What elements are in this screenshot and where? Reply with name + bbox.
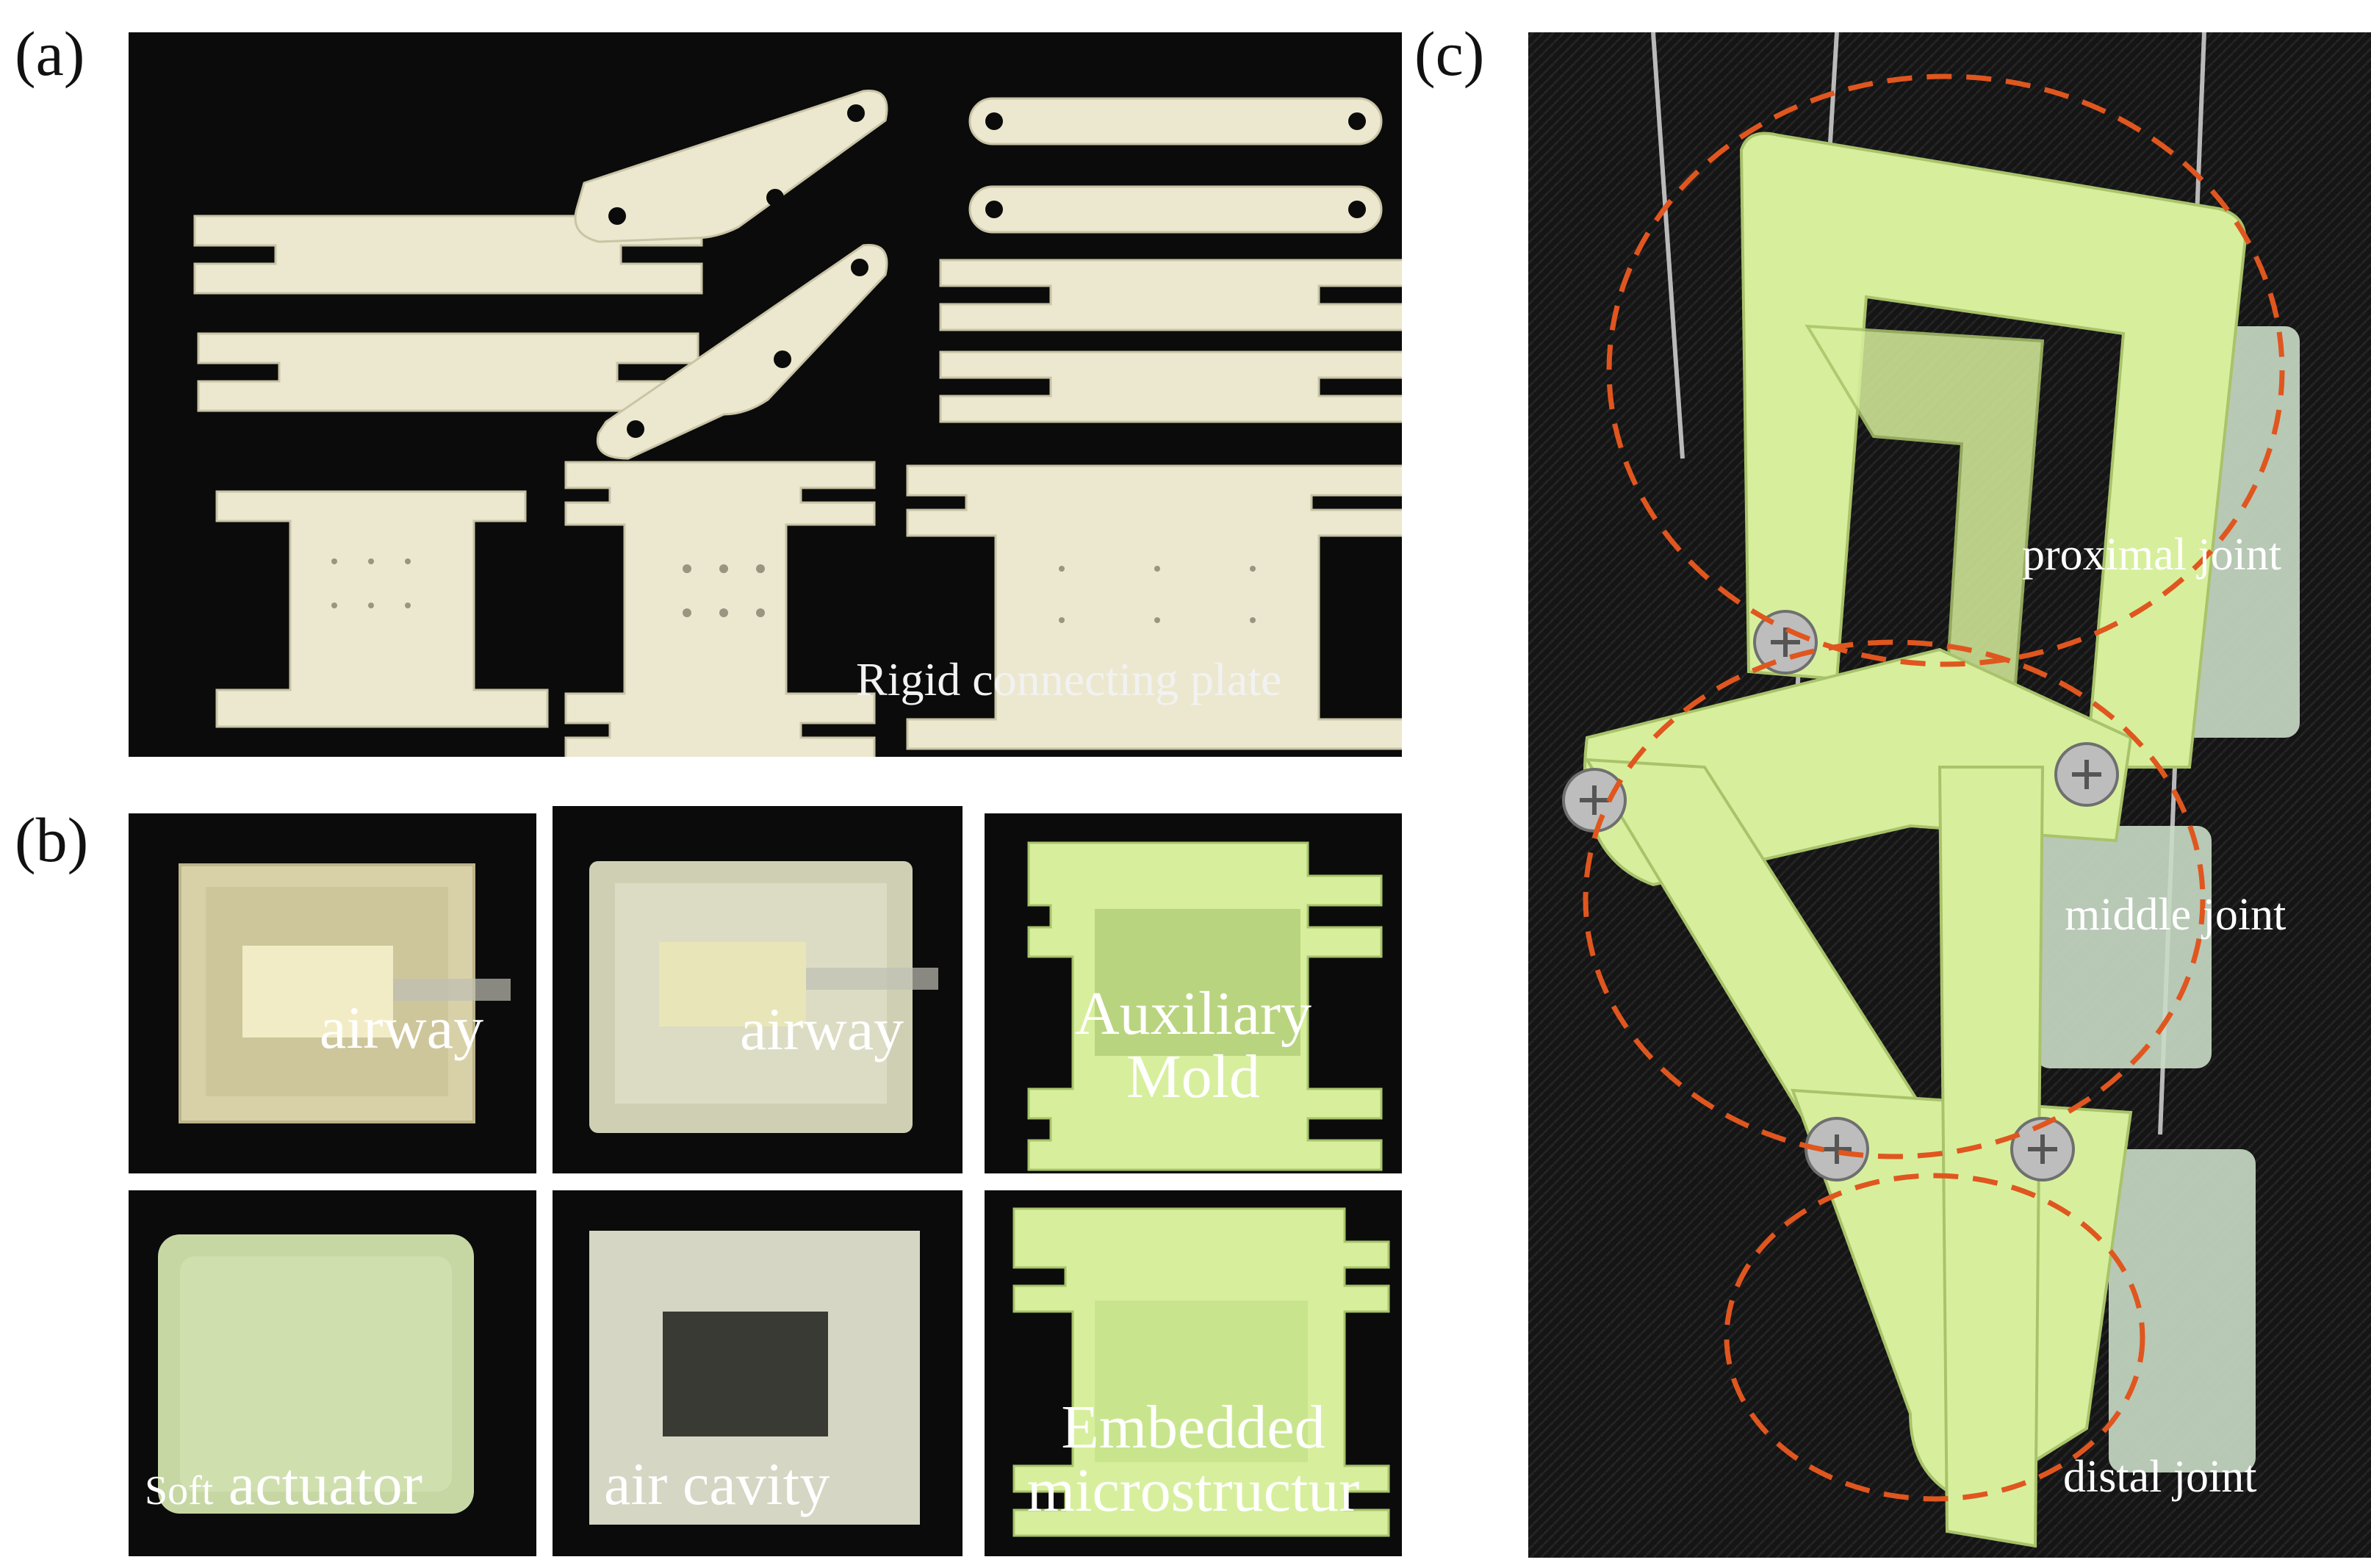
- caption-proximal-joint: proximal joint: [2022, 530, 2282, 580]
- auxiliary-mold-illustration: [1027, 841, 1383, 1171]
- caption-rigid-connecting-plate: Rigid connecting plate: [856, 653, 1282, 705]
- caption-air-cavity: air cavity: [604, 1450, 830, 1517]
- caption-middle-joint: middle joint: [2065, 890, 2287, 940]
- embedded-microstructure-illustration: [1012, 1207, 1390, 1537]
- mold-box-illustration: [179, 863, 511, 1123]
- air-cavity-illustration: [589, 1231, 920, 1525]
- caption-airway-1: airway: [320, 994, 484, 1061]
- filled-mold-illustration: [589, 861, 938, 1133]
- photo-finger-assembly: proximal joint middle joint distal joint: [1528, 32, 2371, 1558]
- caption-microstructur: microstructur: [1026, 1456, 1360, 1525]
- caption-airway-2: airway: [740, 996, 904, 1062]
- photo-mold-airway-2: airway: [553, 806, 963, 1173]
- photo-soft-actuator: Soft actuator: [129, 1190, 536, 1556]
- caption-soft: Soft: [145, 1468, 214, 1514]
- photo-embedded-microstructure: Embedded microstructur: [985, 1190, 1402, 1556]
- caption-soft-actuator: Soft actuator: [145, 1453, 422, 1515]
- caption-distal-joint: distal joint: [2063, 1452, 2257, 1502]
- caption-auxiliary-mold: Auxiliary Mold: [985, 982, 1402, 1108]
- rigid-parts-illustration: [193, 90, 1402, 757]
- photo-air-cavity: air cavity: [553, 1190, 963, 1556]
- panel-label-c: (c): [1414, 18, 1485, 89]
- photo-rigid-parts: Rigid connecting plate: [129, 32, 1402, 757]
- caption-actuator: actuator: [228, 1450, 422, 1517]
- panel-label-a: (a): [15, 18, 85, 89]
- panel-label-b: (b): [15, 805, 89, 875]
- caption-auxiliary: Auxiliary: [1075, 979, 1312, 1048]
- soft-actuator-illustration: [158, 1234, 474, 1514]
- caption-embedded: Embedded: [1061, 1393, 1325, 1461]
- finger-assembly-illustration: [1528, 32, 2371, 1558]
- photo-auxiliary-mold: Auxiliary Mold: [985, 813, 1402, 1173]
- caption-embedded-microstructure: Embedded microstructur: [985, 1396, 1402, 1522]
- photo-mold-airway-1: airway: [129, 813, 536, 1173]
- caption-mold: Mold: [1126, 1042, 1261, 1111]
